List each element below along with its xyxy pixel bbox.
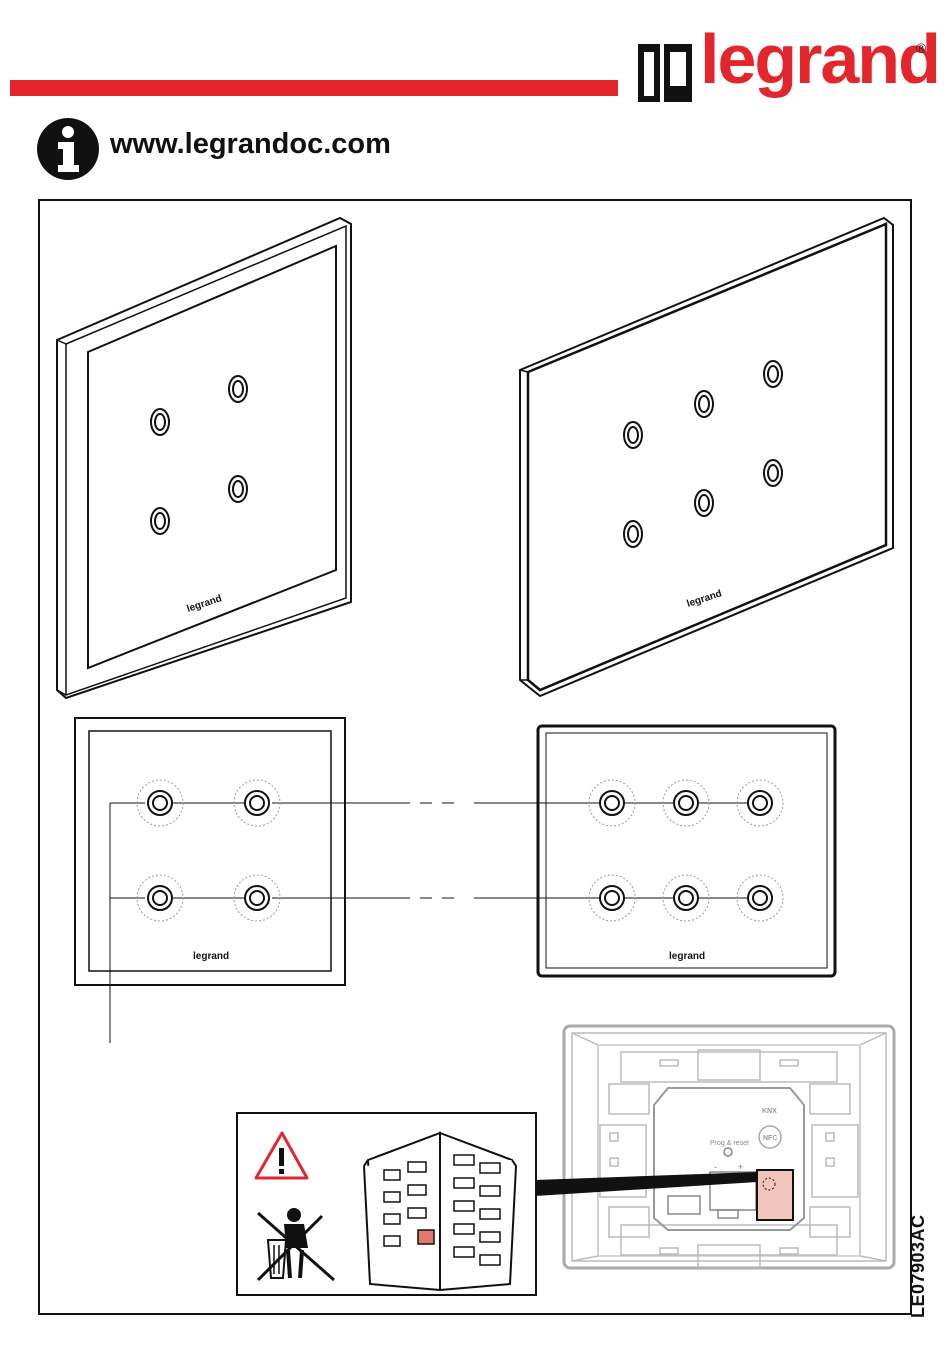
square-panel-perspective: legrand bbox=[57, 218, 351, 698]
document-reference: LE07903AC bbox=[908, 1214, 929, 1318]
square-panel-front: legrand bbox=[75, 718, 345, 985]
wide-panel-perspective: legrand bbox=[520, 218, 893, 696]
wide-front-brand: legrand bbox=[669, 951, 705, 962]
square-front-brand: legrand bbox=[193, 951, 229, 962]
manual-book-icon bbox=[364, 1133, 516, 1290]
wide-panel-front: legrand bbox=[538, 726, 835, 976]
prog-reset-label: Prog & reset bbox=[710, 1140, 749, 1147]
minus-label: - bbox=[714, 1162, 717, 1172]
nfc-label: NFC bbox=[763, 1135, 777, 1142]
knx-label: KNX bbox=[762, 1108, 777, 1115]
device-back-view bbox=[564, 1026, 894, 1268]
document-pocket bbox=[757, 1170, 793, 1220]
warning-callout bbox=[237, 1113, 536, 1295]
plus-label: + bbox=[738, 1162, 743, 1172]
